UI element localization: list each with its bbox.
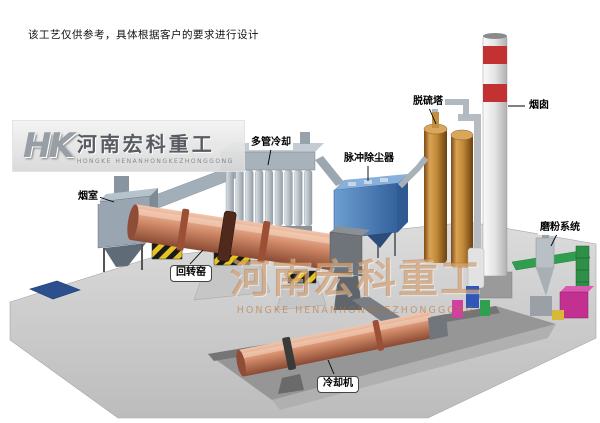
blue-pad xyxy=(29,280,81,300)
leader-lines xyxy=(98,105,558,375)
flue-pipes xyxy=(458,114,481,280)
cooling-machine-label: 冷却机 xyxy=(317,376,359,393)
cooling-machine xyxy=(236,311,448,394)
logo-tagline: HONGKE HENANHONGKEZHONGGONG xyxy=(76,157,234,165)
grinding-system xyxy=(511,226,594,320)
company-logo: HK 河南宏科重工 HONGKE HENANHONGKEZHONGGONG xyxy=(12,120,245,172)
kiln-hood xyxy=(330,226,370,236)
grinding-system-label: 磨粉系统 xyxy=(538,222,582,235)
chimney xyxy=(477,33,513,299)
rotary-kiln xyxy=(127,204,408,332)
desulfurization-tower-label: 脱硫塔 xyxy=(411,96,445,109)
auxiliary-cabinets xyxy=(452,247,490,318)
rotary-kiln-label: 回转窑 xyxy=(170,265,212,282)
logo-monogram: HK xyxy=(23,126,75,166)
disclaimer-text: 该工艺仅供参考，具体根据客户的要求进行设计 xyxy=(28,29,259,41)
logo-company-name: 河南宏科重工 xyxy=(76,131,215,156)
pulse-dust-collector-label: 脉冲除尘器 xyxy=(342,153,396,166)
multi-tube-cooler-label: 多管冷却 xyxy=(249,137,293,150)
kiln-support-piers xyxy=(151,242,327,311)
multi-tube-cooler xyxy=(220,132,344,258)
chimney-label: 烟囱 xyxy=(527,100,551,113)
smoke-chamber-label: 烟室 xyxy=(76,191,100,204)
